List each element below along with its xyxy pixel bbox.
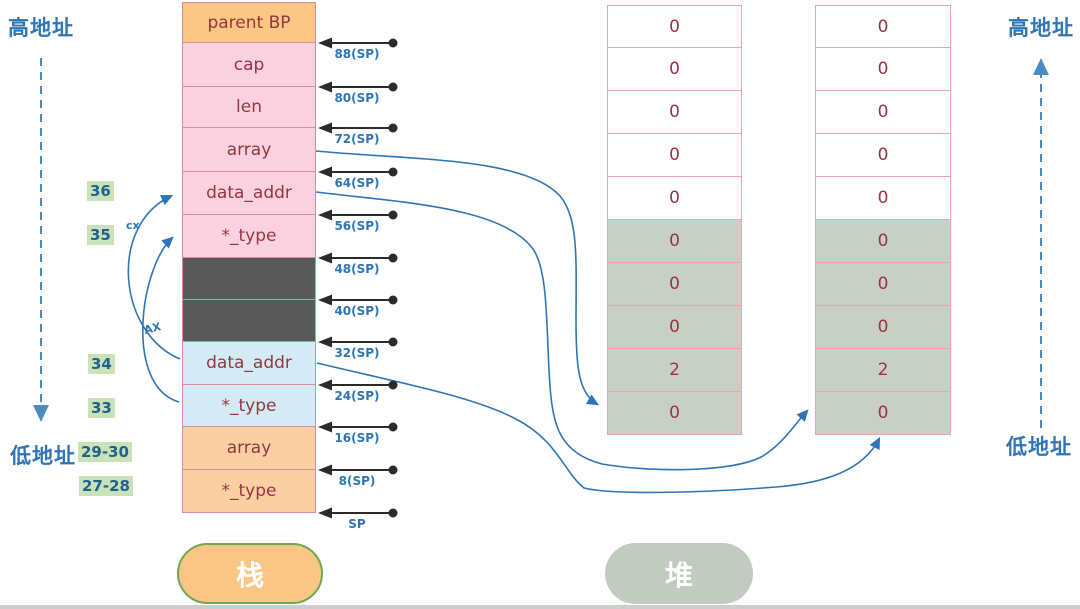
sp-offset-label: SP xyxy=(348,517,366,531)
sp-offset-label: 56(SP) xyxy=(334,219,380,233)
heap-cell: 0 xyxy=(607,392,742,435)
stack-cell-data_addr: data_addr xyxy=(182,172,316,215)
ax-copy-arrow xyxy=(141,236,180,403)
bottom-divider xyxy=(0,605,1080,609)
ax-register-label: AX xyxy=(142,320,163,337)
heap-cell: 0 xyxy=(815,263,951,306)
heap-cell: 0 xyxy=(815,134,951,177)
heap-cell: 0 xyxy=(607,177,742,220)
line-number-badge: 35 xyxy=(87,225,114,245)
stack-cell-array: array xyxy=(182,427,316,470)
sp-offset-label: 16(SP) xyxy=(334,431,380,445)
heap-legend-pill: 堆 xyxy=(605,543,753,604)
stack-legend-pill: 栈 xyxy=(177,543,323,604)
heap-cell: 0 xyxy=(815,220,951,263)
line-number-badge: 36 xyxy=(87,181,114,201)
stack-cell-data_addr: data_addr xyxy=(182,342,316,385)
heap-cell: 0 xyxy=(607,306,742,349)
heap-cell: 0 xyxy=(815,48,951,91)
line-number-badge: 33 xyxy=(88,398,115,418)
stack-cell--_type: *_type xyxy=(182,470,316,513)
sp-offset-label: 80(SP) xyxy=(334,91,380,105)
sp-offset-label: 64(SP) xyxy=(334,176,380,190)
sp-offset-label: 32(SP) xyxy=(334,346,380,360)
heap-cell: 0 xyxy=(815,5,951,48)
heap-cell: 0 xyxy=(815,91,951,134)
line-number-badge: 34 xyxy=(88,354,115,374)
stack-cell-cap: cap xyxy=(182,43,316,87)
sp-offset-label: 88(SP) xyxy=(334,47,380,61)
left-low-address-label: 低地址 xyxy=(10,444,76,468)
heap-cell: 0 xyxy=(607,5,742,48)
heap-cell: 0 xyxy=(607,91,742,134)
stack-cell-unused xyxy=(182,258,316,300)
sp-offset-label: 48(SP) xyxy=(334,262,380,276)
heap-cell: 0 xyxy=(815,306,951,349)
stack-cell-len: len xyxy=(182,87,316,128)
heap-cell: 0 xyxy=(607,48,742,91)
line-number-badge: 29-30 xyxy=(78,442,132,462)
sp-offset-label: 72(SP) xyxy=(334,132,380,146)
heap-cell: 0 xyxy=(815,177,951,220)
heap-cell: 0 xyxy=(607,220,742,263)
stack-cell-parent-BP: parent BP xyxy=(182,2,316,43)
stack-cell-array: array xyxy=(182,128,316,172)
right-high-address-label: 高地址 xyxy=(1008,16,1074,40)
heap-cell: 2 xyxy=(607,349,742,392)
sp-offset-label: 24(SP) xyxy=(334,389,380,403)
stack-cell-unused xyxy=(182,300,316,342)
sp-offset-label: 8(SP) xyxy=(338,474,376,488)
sp-offset-label: 40(SP) xyxy=(334,304,380,318)
heap-cell: 0 xyxy=(815,392,951,435)
sp-offset-arrows xyxy=(318,37,398,519)
heap-cell: 0 xyxy=(607,263,742,306)
right-low-address-label: 低地址 xyxy=(1006,435,1072,459)
left-high-address-label: 高地址 xyxy=(8,16,74,40)
heap-cell: 0 xyxy=(607,134,742,177)
stack-cell--_type: *_type xyxy=(182,215,316,258)
heap-cell: 2 xyxy=(815,349,951,392)
line-number-badge: 27-28 xyxy=(79,476,133,496)
cx-register-label: cx xyxy=(126,219,140,232)
stack-cell--_type: *_type xyxy=(182,385,316,427)
new-data-addr-to-right-heap-arrow xyxy=(316,362,881,494)
